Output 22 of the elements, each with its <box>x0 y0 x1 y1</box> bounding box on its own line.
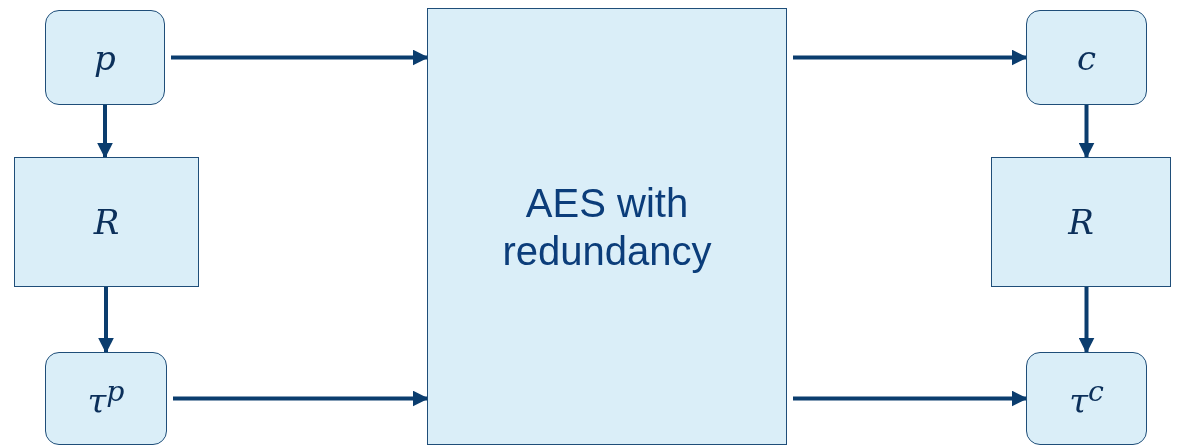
box-label: AES with redundancy <box>501 179 713 275</box>
math-symbol: c <box>1076 37 1096 78</box>
arrow <box>1078 105 1095 159</box>
rounded-box <box>1026 10 1147 105</box>
rounded-box <box>1026 352 1147 445</box>
math-symbol: τ$^{p}$ <box>87 375 125 422</box>
rounded-box <box>45 352 167 445</box>
process-box <box>991 157 1171 287</box>
arrow <box>98 287 114 354</box>
arrow <box>171 49 429 66</box>
arrow <box>793 390 1028 407</box>
arrow <box>1078 287 1095 354</box>
math-symbol: p <box>94 37 116 78</box>
arrow <box>97 105 113 159</box>
math-symbol: τ$^{c}$ <box>1069 375 1104 422</box>
rounded-box <box>45 10 165 105</box>
arrow <box>793 49 1028 66</box>
process-box <box>427 8 787 445</box>
process-box <box>14 157 199 287</box>
arrow <box>173 390 429 407</box>
math-symbol: R <box>1068 202 1094 242</box>
math-symbol: R <box>93 202 120 242</box>
